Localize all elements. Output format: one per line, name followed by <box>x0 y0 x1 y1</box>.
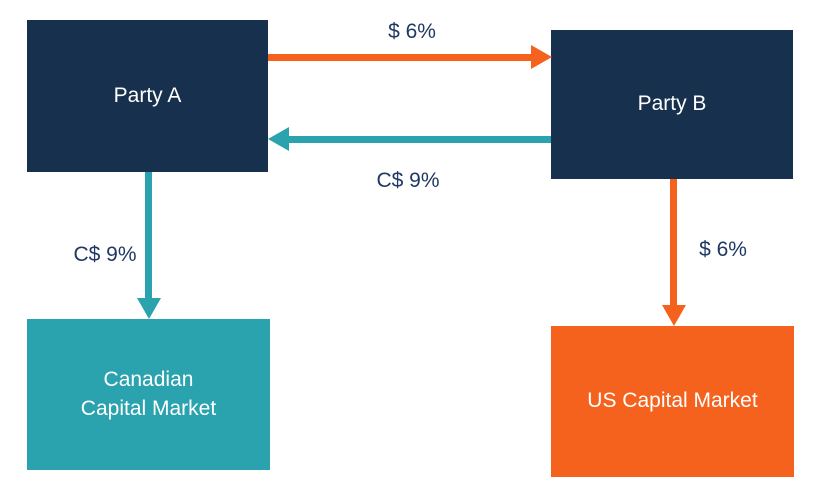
canadian-market-label-line1: Canadian <box>103 368 194 392</box>
node-party-a: Party A <box>27 20 268 172</box>
arrow-usd-a-to-b-shaft <box>268 54 532 61</box>
arrow-usd-a-to-b-head-right-icon <box>531 45 552 69</box>
arrow-usd-b-to-market-shaft <box>670 179 677 305</box>
arrow-usd-b-to-market-head-down-icon <box>662 305 686 326</box>
node-us-capital-market: US Capital Market <box>551 326 794 477</box>
canadian-market-label: Canadian Capital Market <box>81 366 216 423</box>
arrow-cad-a-to-market-shaft <box>145 172 152 298</box>
canadian-market-label-line2: Capital Market <box>80 396 217 420</box>
node-canadian-capital-market: Canadian Capital Market <box>27 319 270 470</box>
flow-label-cad-a-to-market: C$ 9% <box>73 243 137 266</box>
flow-label-cad-b-to-a: C$ 9% <box>376 169 440 192</box>
arrow-cad-b-to-a-shaft <box>289 136 551 143</box>
node-party-b: Party B <box>551 30 793 179</box>
arrow-cad-b-to-a-head-left-icon <box>268 127 289 151</box>
flow-label-usd-a-to-b: $ 6% <box>388 20 436 43</box>
us-market-label: US Capital Market <box>587 389 758 413</box>
party-b-label: Party B <box>637 92 707 116</box>
flow-label-usd-b-to-market: $ 6% <box>699 238 747 261</box>
arrow-cad-a-to-market-head-down-icon <box>137 298 161 319</box>
party-a-label: Party A <box>113 83 182 107</box>
